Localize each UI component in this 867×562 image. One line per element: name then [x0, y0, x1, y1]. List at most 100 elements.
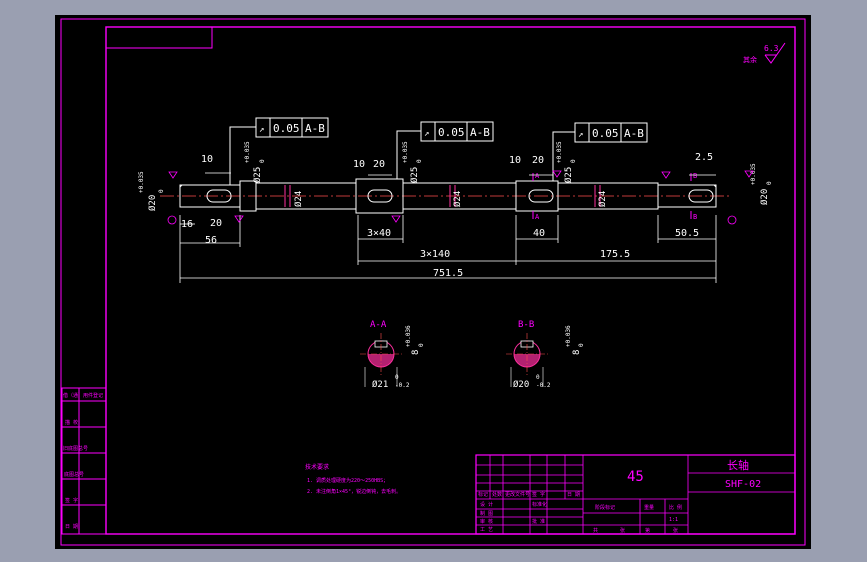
section-b-dia-tol: -0.2: [536, 382, 551, 389]
section-b-dia-tol2: 0: [536, 374, 540, 381]
dim-3x40: 3×40: [367, 228, 391, 239]
dia-25-c-tol: +0.035: [556, 141, 563, 163]
title-sheet-unit: 张: [620, 527, 625, 534]
title-scale-value: 1:1: [669, 517, 678, 523]
dim-56: 56: [205, 235, 217, 246]
dim-50-5: 50.5: [675, 228, 699, 239]
tolerance-frame-3: ↗ 0.05 A-B: [552, 122, 648, 181]
title-header-sign: 签 字: [532, 491, 545, 498]
side-table-row-5: 签 字: [65, 497, 78, 504]
dia-24-b: Ø24: [452, 191, 463, 207]
keyways: [206, 189, 714, 203]
dim-40: 40: [533, 228, 545, 239]
marker-b-bottom: B: [693, 213, 697, 221]
marker-b-top: B: [693, 172, 697, 180]
dia-25-b: Ø25: [409, 167, 420, 183]
dia-20-right: Ø20: [759, 189, 770, 205]
title-header-count: 处数: [492, 491, 502, 498]
tolerance-symbol: ↗: [578, 130, 583, 140]
side-table: 借（通）用件登记 描 校 旧底图总号 底图总号 签 字 日 期: [61, 387, 107, 535]
drawing-frame: [60, 18, 806, 546]
dimension-lines: [179, 172, 717, 283]
section-a-dia-tol: -0.2: [395, 382, 410, 389]
tolerance-symbol: ↗: [259, 125, 264, 135]
cad-viewport[interactable]: 其余 6.3 A A: [55, 15, 811, 549]
side-table-row-6: 日 期: [65, 524, 78, 530]
diameter-labels: Ø20 +0.035 0 Ø25 +0.035 0 Ø24 Ø25 +0.035…: [138, 141, 773, 211]
section-view-a: A-A Ø21 -0.2 0 8 +0.036 0: [360, 320, 425, 390]
marker-a-top: A: [535, 172, 540, 180]
drawing-canvas: 其余 6.3 A A: [55, 15, 811, 549]
dim-2-5: 2.5: [695, 152, 713, 163]
dia-20-left-tol2: 0: [158, 189, 165, 193]
tolerance-frames: ↗ 0.05 A-B ↗ 0.05 A-B ↗ 0.05 A-B: [229, 117, 648, 185]
tolerance-datum: A-B: [624, 127, 644, 140]
title-scale-label: 比 例: [669, 504, 682, 511]
dia-25-c: Ø25: [563, 167, 574, 183]
marker-a-bottom: A: [535, 213, 540, 221]
title-block: 标记 处数 更改文件号 签 字 日 期 设 计 制 图 审 核 工 艺 标准化 …: [475, 454, 796, 535]
tolerance-datum: A-B: [470, 126, 490, 139]
side-table-row-4: 底图总号: [64, 471, 84, 478]
dim-20-a: 20: [210, 218, 222, 229]
shaft-outline: [179, 178, 717, 214]
canvas-background: [55, 15, 811, 549]
dim-20-b: 20: [373, 159, 385, 170]
section-b-dia: Ø20: [513, 379, 529, 390]
title-mid-approve: 批 准: [532, 518, 545, 525]
technical-notes: 技术要求 1. 调质处理硬度为220～250HBS； 2. 未注倒角1×45°，…: [305, 463, 401, 495]
tolerance-value: 0.05: [438, 126, 465, 139]
roughness-label: 其余: [743, 55, 757, 64]
dim-10-b: 10: [353, 159, 365, 170]
title-header-mark: 标记: [478, 491, 488, 498]
section-b-title: B-B: [518, 320, 534, 330]
section-markers: A A B B: [532, 172, 697, 221]
title-drawing-no: SHF-02: [725, 479, 761, 490]
section-b-key: 8: [572, 350, 582, 355]
dia-24-a: Ø24: [293, 191, 304, 207]
section-a-key-tol2: 0: [418, 343, 425, 347]
dim-175-5: 175.5: [600, 249, 630, 260]
dia-25-a: Ø25: [252, 167, 263, 183]
dia-20-right-tol: +0.035: [750, 163, 757, 185]
side-table-row-2: 描 校: [65, 419, 78, 426]
section-a-key: 8: [411, 350, 421, 355]
notes-line-2: 2. 未注倒角1×45°，锐边倒钝，去毛刺。: [307, 488, 401, 495]
notes-title: 技术要求: [305, 463, 329, 471]
title-row-draw: 制 图: [480, 510, 493, 517]
dia-20-left-tol: +0.035: [138, 171, 145, 193]
title-sheet-total: 共: [593, 527, 598, 534]
title-weight-label: 重量: [644, 504, 654, 511]
dia-20-right-tol2: 0: [766, 181, 773, 185]
tolerance-symbol: ↗: [424, 129, 429, 139]
dia-24-c: Ø24: [597, 191, 608, 207]
section-b-key-tol2: 0: [578, 343, 585, 347]
title-row-check: 审 核: [480, 518, 493, 525]
title-header-doc: 更改文件号: [505, 491, 530, 498]
dim-16: 16: [181, 219, 193, 230]
title-header-date: 日 期: [567, 492, 580, 498]
roughness-ticks: [167, 170, 754, 225]
dia-25-b-tol: +0.035: [402, 141, 409, 163]
tolerance-datum: A-B: [305, 122, 325, 135]
dia-25-a-tol: +0.035: [244, 141, 251, 163]
title-row-design: 设 计: [480, 501, 493, 508]
section-a-dia: Ø21: [372, 379, 388, 390]
title-sheet-no: 第: [645, 527, 650, 534]
roughness-symbol: 其余 6.3: [743, 42, 786, 64]
section-a-title: A-A: [370, 320, 387, 330]
dia-25-c-tol2: 0: [570, 159, 577, 163]
side-table-row-3: 旧底图总号: [63, 445, 88, 452]
section-b-key-tol: +0.036: [565, 325, 572, 347]
title-material: 45: [627, 469, 644, 485]
notes-line-1: 1. 调质处理硬度为220～250HBS；: [307, 477, 388, 484]
section-view-b: B-B Ø20 -0.2 0 8 +0.036 0: [506, 320, 585, 390]
title-row-process: 工 艺: [480, 527, 493, 533]
section-a-dia-tol2: 0: [395, 374, 399, 381]
dia-25-a-tol2: 0: [259, 159, 266, 163]
dimension-texts: 10 20 16 56 10 20 3×40 10 20 40 50.5 2.5…: [181, 152, 713, 279]
tolerance-value: 0.05: [592, 127, 619, 140]
dia-20-left: Ø20: [147, 195, 158, 211]
side-table-row-1: 借（通）用件登记: [63, 392, 103, 399]
tolerance-frame-1: ↗ 0.05 A-B: [229, 117, 329, 185]
